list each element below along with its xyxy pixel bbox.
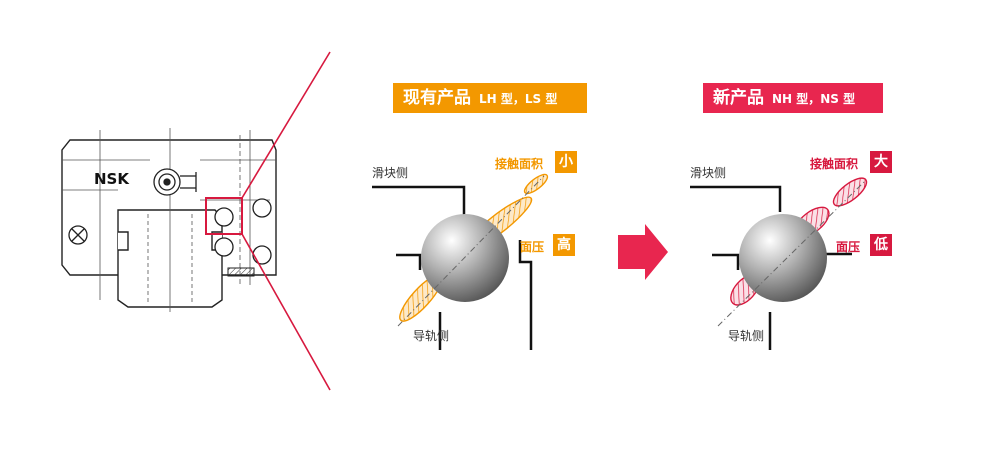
existing-product-title: 现有产品 LH 型，LS 型 (393, 83, 587, 113)
screw-icon (68, 225, 88, 245)
new-contact-area-label: 接触面积 (810, 157, 859, 171)
new-rail-side-label: 导轨侧 (728, 329, 765, 343)
existing-contact-diagram (372, 173, 549, 350)
existing-slider-side-label: 滑块侧 (372, 166, 409, 180)
transition-arrow-icon (618, 224, 668, 280)
new-product-title: 新产品 NH 型，NS 型 (703, 83, 883, 113)
existing-contact-area-label: 接触面积 (495, 157, 544, 171)
existing-rail-side-label: 导轨侧 (413, 329, 450, 343)
new-pressure-label: 面压 (836, 240, 861, 254)
new-contact-diagram (690, 177, 868, 350)
new-contact-area-badge: 大 (870, 151, 892, 173)
existing-title: 现有产品 (403, 88, 471, 108)
grease-nipple (153, 168, 197, 196)
ball-upper (214, 207, 234, 227)
existing-pressure-badge: 高 (553, 234, 575, 256)
new-slider-side-label: 滑块侧 (690, 166, 727, 180)
new-pressure-badge: 低 (870, 234, 892, 256)
existing-pressure-label: 面压 (520, 240, 545, 254)
new-title: 新产品 (713, 88, 764, 108)
ball-lower (214, 237, 234, 257)
existing-contact-area-badge: 小 (555, 151, 577, 173)
callout-box (205, 197, 243, 235)
new-types: NH 型，NS 型 (772, 92, 856, 106)
existing-types: LH 型，LS 型 (479, 92, 558, 106)
brand-logo: NSK (94, 170, 129, 188)
